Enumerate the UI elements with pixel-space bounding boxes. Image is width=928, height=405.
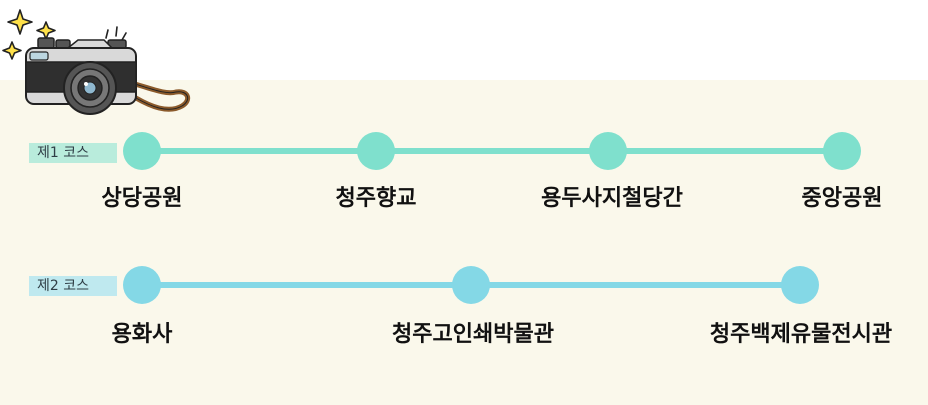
course-2-label: 제2 코스: [29, 276, 117, 296]
camera-icon: [2, 9, 191, 115]
course-2-stop-3-marker: [781, 266, 819, 304]
course-1-stop-2-marker: [357, 132, 395, 170]
course-2-stop-1-marker: [123, 266, 161, 304]
content-panel: [0, 80, 928, 405]
course-1-stop-3-marker: [589, 132, 627, 170]
course-2-stop-1-name: 용화사: [111, 322, 173, 347]
course-2-stop-2-marker: [452, 266, 490, 304]
course-1-label: 제1 코스: [29, 143, 117, 163]
course-1-stop-2-name: 청주향교: [335, 186, 417, 211]
course-1-stop-4-marker: [823, 132, 861, 170]
course-1-stop-1-marker: [123, 132, 161, 170]
course-1-stop-4-name: 중앙공원: [801, 186, 883, 211]
course-2-stop-3-name: 청주백제유물전시관: [709, 322, 893, 347]
course-1-stop-3-name: 용두사지철당간: [541, 186, 683, 211]
course-1-stop-1-name: 상당공원: [101, 186, 183, 211]
course-1-route-line: [142, 148, 842, 154]
course-2-stop-2-name: 청주고인쇄박물관: [392, 322, 554, 347]
